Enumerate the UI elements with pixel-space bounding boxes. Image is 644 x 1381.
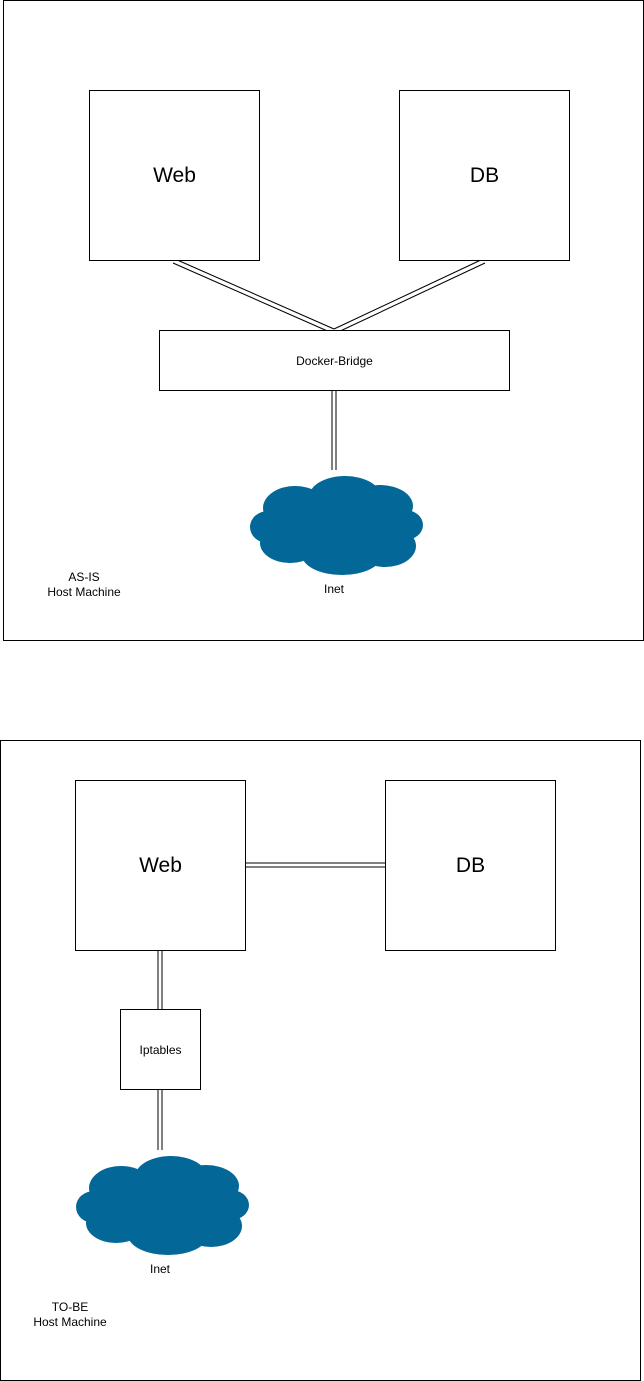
as-is-caption-line1: AS-IS bbox=[68, 570, 100, 584]
to-be-db-label: DB bbox=[455, 853, 486, 877]
to-be-iptables-inet-connector bbox=[157, 1089, 163, 1150]
to-be-caption: TO-BE Host Machine bbox=[20, 1300, 120, 1330]
to-be-web-box[interactable]: Web bbox=[75, 780, 246, 951]
as-is-db-bridge-connector bbox=[333, 258, 486, 334]
to-be-web-db-connector bbox=[245, 862, 385, 868]
to-be-iptables-box[interactable]: Iptables bbox=[120, 1009, 201, 1090]
as-is-inet-label: Inet bbox=[323, 582, 344, 596]
as-is-web-label: Web bbox=[153, 163, 196, 187]
to-be-web-label: Web bbox=[139, 853, 182, 877]
as-is-web-bridge-connector bbox=[172, 258, 335, 334]
as-is-bridge-inet-connector bbox=[331, 390, 337, 470]
as-is-docker-bridge-box[interactable]: Docker-Bridge bbox=[159, 330, 510, 391]
as-is-db-label: DB bbox=[469, 163, 500, 187]
as-is-inet-cloud-icon bbox=[250, 476, 423, 575]
to-be-inet-label: Inet bbox=[149, 1262, 170, 1276]
to-be-web-iptables-connector bbox=[157, 950, 163, 1010]
to-be-iptables-label: Iptables bbox=[139, 1042, 182, 1057]
as-is-web-box[interactable]: Web bbox=[89, 90, 260, 261]
to-be-db-box[interactable]: DB bbox=[385, 780, 556, 951]
as-is-caption: AS-IS Host Machine bbox=[34, 570, 134, 600]
as-is-db-box[interactable]: DB bbox=[399, 90, 570, 261]
to-be-caption-line1: TO-BE bbox=[51, 1300, 89, 1314]
to-be-inet-cloud-icon bbox=[76, 1156, 249, 1255]
as-is-docker-bridge-label: Docker-Bridge bbox=[296, 353, 373, 368]
as-is-caption-line2: Host Machine bbox=[47, 585, 121, 599]
to-be-caption-line2: Host Machine bbox=[33, 1315, 107, 1329]
